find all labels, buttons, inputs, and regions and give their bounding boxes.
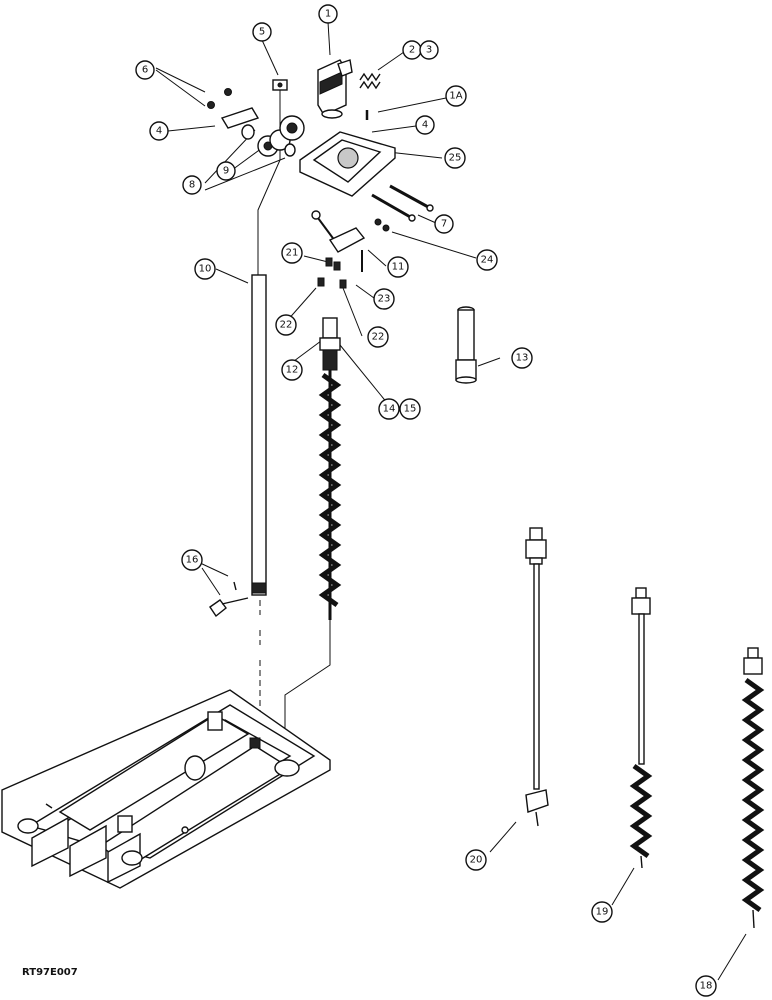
svg-text:9: 9 [223, 166, 229, 177]
svg-text:16: 16 [186, 555, 199, 566]
svg-text:15: 15 [404, 404, 417, 415]
lock-nut-part [374, 218, 390, 232]
bolt-part [371, 184, 434, 222]
svg-text:13: 13 [516, 353, 529, 364]
callout-4-right: 4 [415, 115, 435, 135]
callout-20: 20 [465, 849, 487, 871]
callout-24: 24 [476, 249, 498, 271]
callout-6: 6 [135, 60, 155, 80]
svg-text:10: 10 [199, 264, 212, 275]
callout-19: 19 [591, 901, 613, 923]
callout-21: 21 [281, 242, 303, 264]
callout-11: 11 [387, 256, 409, 278]
callout-4-left: 4 [149, 121, 169, 141]
cable-clip-part [272, 79, 288, 91]
svg-text:5: 5 [259, 27, 265, 38]
auger-20-part [525, 527, 549, 827]
callout-5: 5 [252, 22, 272, 42]
svg-text:21: 21 [286, 248, 299, 259]
fitting-part [317, 257, 347, 289]
callout-14: 14 [378, 398, 400, 420]
callout-25: 25 [444, 147, 466, 169]
auger-19-part [629, 587, 653, 869]
callout-1: 1 [318, 4, 338, 24]
callout-22-right: 22 [367, 326, 389, 348]
callout-1a: 1A [445, 85, 467, 107]
pulley-assembly-part [241, 115, 305, 157]
svg-text:8: 8 [189, 180, 195, 191]
solenoid-part [317, 59, 353, 119]
auger-coupler-part [319, 317, 341, 371]
figure-code: RT97E007 [22, 967, 78, 978]
callout-16: 16 [181, 549, 203, 571]
nut-part [207, 88, 232, 109]
callout-23: 23 [373, 288, 395, 310]
svg-text:14: 14 [383, 404, 396, 415]
plate-part [220, 107, 260, 129]
svg-text:22: 22 [280, 320, 293, 331]
socket-part [455, 306, 477, 384]
svg-text:12: 12 [286, 365, 299, 376]
svg-text:25: 25 [449, 153, 462, 164]
callout-9: 9 [216, 161, 236, 181]
svg-text:23: 23 [378, 294, 391, 305]
svg-text:20: 20 [470, 855, 483, 866]
svg-text:11: 11 [392, 262, 405, 273]
svg-text:19: 19 [596, 907, 609, 918]
svg-text:1A: 1A [449, 91, 462, 102]
callout-7: 7 [434, 214, 454, 234]
callout-18: 18 [695, 975, 717, 997]
routing-lines [257, 90, 331, 760]
base-sled-part [1, 689, 331, 889]
callout-22-left: 22 [275, 314, 297, 336]
svg-text:24: 24 [481, 255, 494, 266]
auger-18-part [741, 647, 765, 929]
auger-flight-part [318, 370, 342, 620]
svg-text:7: 7 [441, 219, 447, 230]
tube-part [251, 274, 267, 596]
callout-2: 2 [402, 40, 422, 60]
callout-15: 15 [399, 398, 421, 420]
svg-text:22: 22 [372, 332, 385, 343]
svg-text:6: 6 [142, 65, 148, 76]
svg-text:1: 1 [325, 9, 331, 20]
svg-text:4: 4 [422, 120, 428, 131]
mounting-frame-part [299, 131, 396, 197]
callout-12: 12 [281, 359, 303, 381]
svg-text:18: 18 [700, 981, 713, 992]
lock-pin-part [209, 581, 249, 618]
svg-text:2: 2 [409, 45, 415, 56]
spring-part [359, 72, 381, 90]
callout-13: 13 [511, 347, 533, 369]
callout-3: 3 [419, 40, 439, 60]
callout-8: 8 [182, 175, 202, 195]
lever-part [311, 210, 366, 253]
leader-lines [155, 21, 747, 981]
svg-text:3: 3 [426, 45, 432, 56]
callout-10: 10 [194, 258, 216, 280]
svg-text:4: 4 [156, 126, 162, 137]
